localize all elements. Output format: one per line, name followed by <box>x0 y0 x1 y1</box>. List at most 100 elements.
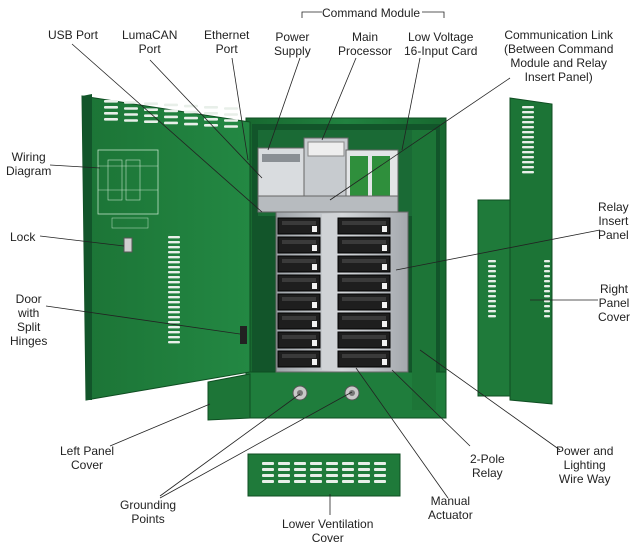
label-right-panel-cover-line3: Cover <box>598 310 631 324</box>
label-right-panel-cover-line2: Panel <box>598 296 630 310</box>
label-power-wire-way-line1: Power and <box>556 444 614 458</box>
label-power-supply-line2: Supply <box>274 44 311 58</box>
label-main-processor-line2: Processor <box>338 44 393 58</box>
manual-actuator <box>382 226 387 232</box>
relay <box>277 255 321 273</box>
manual-actuator <box>382 321 387 327</box>
label-main-processor-line1: Main <box>352 30 379 44</box>
label-relay-insert-panel-line3: Panel <box>598 228 629 242</box>
label-wiring-diagram-line2: Diagram <box>6 164 52 178</box>
relay <box>337 274 391 292</box>
manual-actuator <box>382 283 387 289</box>
label-low-voltage-card-line2: 16-Input Card <box>404 44 478 58</box>
label-lower-ventilation-cover-line1: Lower Ventilation <box>282 517 374 531</box>
manual-actuator <box>312 302 317 308</box>
relay <box>337 217 391 235</box>
relay <box>277 312 321 330</box>
label-ethernet-port-line2: Port <box>215 42 238 56</box>
leader-lines <box>39 11 601 515</box>
wire-way <box>412 130 436 410</box>
label-two-pole-relay: 2-Pole Relay <box>470 452 505 480</box>
label-power-wire-way-line2: Lighting <box>563 458 606 472</box>
command-module <box>257 137 399 213</box>
label-ethernet-port-line1: Ethernet <box>204 28 250 42</box>
label-door-split-hinges: Door with Split Hinges <box>10 292 47 348</box>
relay <box>277 274 321 292</box>
terminal-block-1 <box>350 156 368 200</box>
label-relay-insert-panel-line1: Relay <box>598 200 629 214</box>
relay <box>337 312 391 330</box>
manual-actuator <box>382 359 387 365</box>
relay <box>277 331 321 349</box>
label-lumacan-port: LumaCAN Port <box>122 28 177 56</box>
lower-ventilation-cover-shape <box>247 453 401 497</box>
relay <box>277 217 321 235</box>
label-communication-link-line4: Insert Panel) <box>524 70 593 84</box>
label-lumacan-port-line1: LumaCAN <box>122 28 178 42</box>
manual-actuator <box>312 245 317 251</box>
door <box>81 94 251 401</box>
label-lock: Lock <box>10 230 36 244</box>
left-panel-cover-shape <box>207 373 251 421</box>
label-relay-insert-panel: Relay Insert Panel <box>598 200 629 242</box>
label-two-pole-relay-line2: Relay <box>472 466 503 480</box>
label-grounding-points: Grounding Points <box>120 498 176 526</box>
relay <box>337 255 391 273</box>
label-two-pole-relay-line1: 2-Pole <box>470 452 505 466</box>
relay-group <box>277 217 391 368</box>
manual-actuator <box>382 340 387 346</box>
label-left-panel-cover-line1: Left Panel <box>60 444 115 458</box>
manual-actuator <box>312 264 317 270</box>
label-power-supply: Power Supply <box>274 30 311 58</box>
label-manual-actuator-line1: Manual <box>430 494 471 508</box>
door-top-vents <box>104 100 238 128</box>
manual-actuator <box>312 283 317 289</box>
manual-actuator <box>382 302 387 308</box>
manual-actuator <box>312 340 317 346</box>
label-communication-link-line2: (Between Command <box>504 42 614 56</box>
label-main-processor: Main Processor <box>338 30 392 58</box>
label-grounding-points-line1: Grounding <box>120 498 177 512</box>
manual-actuator <box>312 226 317 232</box>
label-door-line2: with <box>18 306 40 320</box>
label-power-wire-way-line3: Wire Way <box>558 472 611 486</box>
label-left-panel-cover: Left Panel Cover <box>60 444 114 472</box>
wiring-diagram-print <box>97 149 159 229</box>
label-power-supply-line1: Power <box>275 30 310 44</box>
label-communication-link-line3: Module and Relay <box>510 56 608 70</box>
label-lower-ventilation-cover-line2: Cover <box>311 531 344 545</box>
relay <box>277 236 321 254</box>
relay <box>277 293 321 311</box>
label-wiring-diagram-line1: Wiring <box>11 150 46 164</box>
label-power-wire-way: Power and Lighting Wire Way <box>556 444 613 486</box>
label-manual-actuator: Manual Actuator <box>428 494 473 522</box>
label-command-module: Command Module <box>322 6 421 20</box>
label-right-panel-cover: Right Panel Cover <box>598 282 630 324</box>
label-door-line1: Door <box>15 292 42 306</box>
label-usb-port: USB Port <box>48 28 99 42</box>
right-panel-cover-shape <box>477 97 553 405</box>
relay <box>337 293 391 311</box>
label-low-voltage-card: Low Voltage 16-Input Card <box>404 30 477 58</box>
label-grounding-points-line2: Points <box>131 512 165 526</box>
label-ethernet-port: Ethernet Port <box>204 28 249 56</box>
label-lower-ventilation-cover: Lower Ventilation Cover <box>282 517 373 545</box>
label-door-line3: Split <box>17 320 41 334</box>
label-low-voltage-card-line1: Low Voltage <box>408 30 474 44</box>
manual-actuator <box>382 264 387 270</box>
terminal-block-2 <box>372 156 390 200</box>
hinge <box>240 326 247 344</box>
relay <box>337 331 391 349</box>
label-communication-link-line1: Communication Link <box>504 28 614 42</box>
label-right-panel-cover-line1: Right <box>600 282 629 296</box>
manual-actuator <box>312 321 317 327</box>
label-wiring-diagram: Wiring Diagram <box>6 150 51 178</box>
door-side-vents <box>168 236 180 344</box>
manual-actuator <box>312 359 317 365</box>
label-door-line4: Hinges <box>10 334 48 348</box>
label-manual-actuator-line2: Actuator <box>428 508 473 522</box>
label-communication-link: Communication Link (Between Command Modu… <box>504 28 613 84</box>
label-lumacan-port-line2: Port <box>138 42 161 56</box>
